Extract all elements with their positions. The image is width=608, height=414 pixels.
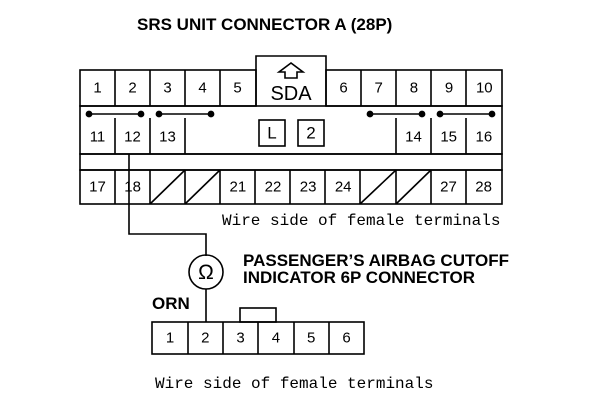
- connector-b-pin-labels: 1 2 3 4 5 6: [166, 330, 351, 347]
- top-right-pin-labels: 6 7 8 9 10: [339, 80, 492, 97]
- empty-cavity-25: [359, 169, 397, 205]
- pin-label: 8: [410, 80, 418, 97]
- wire-color-label: ORN: [152, 294, 190, 313]
- middle-left-pin-labels: 11 12 13: [90, 129, 176, 146]
- pin-label: 3: [163, 80, 171, 97]
- pin-label: 1: [166, 330, 174, 347]
- empty-cavity-26: [395, 169, 432, 205]
- pin-label: 4: [272, 330, 280, 347]
- up-arrow-icon: [276, 62, 306, 79]
- center-box-right-label: 2: [306, 124, 315, 143]
- pin-label: 3: [236, 330, 244, 347]
- pin-label: 28: [475, 179, 492, 196]
- ohmmeter-symbol: Ω: [198, 261, 214, 284]
- pin-label: 21: [230, 179, 247, 196]
- pin-label: 5: [307, 330, 315, 347]
- center-box-right: [297, 119, 325, 147]
- empty-cavity-20: [184, 169, 221, 205]
- gap-band-frame: [79, 153, 503, 171]
- pin-label: 18: [124, 179, 141, 196]
- pin-label: 23: [300, 179, 317, 196]
- connector-b-wire-side-note: Wire side of female terminals: [155, 375, 433, 393]
- test-wire-upper: [128, 154, 207, 256]
- pin-label: 13: [159, 129, 176, 146]
- center-label: SDA: [270, 83, 312, 105]
- pin-label: 24: [335, 179, 352, 196]
- connector-b-title-line1: PASSENGER’S AIRBAG CUTOFF: [243, 251, 509, 270]
- top-left-pin-labels: 1 2 3 4 5: [93, 80, 241, 97]
- empty-cavity-19: [149, 169, 186, 205]
- pin-label: 1: [93, 80, 101, 97]
- pin-label: 27: [440, 179, 457, 196]
- connector-a-title: SRS UNIT CONNECTOR A (28P): [137, 15, 392, 34]
- pin-label: 12: [124, 129, 141, 146]
- pin-label: 15: [440, 129, 457, 146]
- pin-label: 11: [90, 129, 106, 146]
- pin-label: 7: [375, 80, 383, 97]
- center-key-housing: [255, 55, 327, 106]
- pin-label: 4: [198, 80, 206, 97]
- pin-label: 6: [342, 330, 350, 347]
- pin-label: 6: [339, 80, 347, 97]
- pin-label: 16: [476, 129, 493, 146]
- connector-b: 1 2 3 4 5 6: [151, 307, 365, 355]
- pin-label: 14: [405, 129, 422, 146]
- pin-label: 2: [128, 80, 136, 97]
- center-box-left: [258, 119, 286, 147]
- pin-label: 9: [445, 80, 453, 97]
- pin-label: 22: [265, 179, 282, 196]
- pin-label: 10: [476, 80, 493, 97]
- connector-b-title-line2: INDICATOR 6P CONNECTOR: [243, 268, 475, 287]
- center-box-left-label: L: [267, 124, 276, 143]
- pin-label: 17: [89, 179, 106, 196]
- pin-label: 5: [233, 80, 241, 97]
- pin-label: 2: [201, 330, 209, 347]
- middle-right-pin-labels: 14 15 16: [405, 129, 492, 146]
- bottom-row-frame: [79, 169, 503, 205]
- connector-a-wire-side-note: Wire side of female terminals: [222, 212, 500, 230]
- connector-b-lock-tab: [239, 307, 277, 323]
